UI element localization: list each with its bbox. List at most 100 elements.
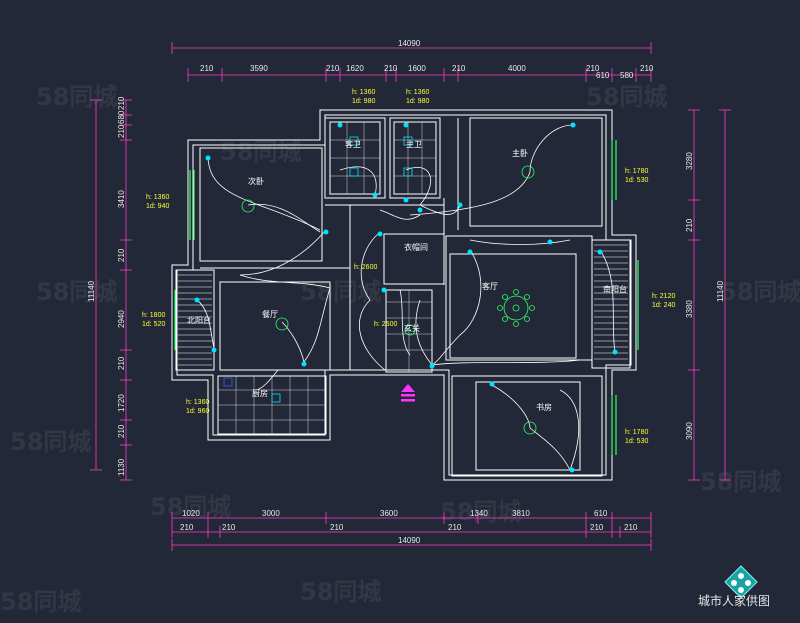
socket-icon [271, 393, 281, 403]
switch-icon [547, 239, 553, 245]
dim-label: 610 [596, 71, 610, 80]
watermark: 58同城 [586, 83, 667, 111]
room-label-guest-bath: 客卫 [345, 139, 361, 149]
note-distance: 1d: 530 [625, 177, 648, 184]
room-label-master-bath: 主卫 [406, 139, 422, 149]
ceiling-light-icon [523, 421, 537, 435]
ceiling-light-icon [241, 199, 255, 213]
brand-caption: 城市人家供图 [698, 593, 770, 608]
fixtures [194, 122, 618, 473]
dim-label: 3590 [250, 64, 268, 73]
dim-label: 1130 [117, 458, 126, 476]
dim-label: 3280 [685, 152, 694, 170]
ceiling-light-icon [275, 317, 289, 331]
room-label-south-balcony: 南阳台 [603, 284, 627, 294]
room-label-entrance: 玄关 [404, 323, 420, 333]
note-distance: 1d: 960 [186, 408, 209, 415]
watermark: 58同城 [300, 278, 381, 306]
dim-label: 210 [117, 124, 126, 138]
socket-icon [403, 167, 413, 177]
socket-icon [349, 167, 359, 177]
dim-label: 610 [594, 509, 608, 518]
dimension-labels: 14090 210 3590 210 1620 210 1600 210 400… [87, 39, 725, 545]
switch-icon [570, 122, 576, 128]
switch-icon [194, 297, 200, 303]
watermark: 58同城 [150, 493, 231, 521]
socket-icon [349, 136, 359, 146]
note-distance: 1d: 940 [146, 203, 169, 210]
note-height: h: 1780 [625, 429, 648, 436]
dim-label: 210 [590, 523, 604, 532]
dim-label: 3600 [380, 509, 398, 518]
socket-icon [403, 136, 413, 146]
dim-label: 580 [620, 71, 634, 80]
dim-label: 210 [448, 523, 462, 532]
switch-icon [467, 249, 473, 255]
switch-icon [381, 287, 387, 293]
dim-right-total: 11140 [716, 280, 725, 302]
windows [174, 140, 639, 455]
switch-icon [377, 231, 383, 237]
room-label-cloakroom: 衣帽间 [404, 242, 428, 252]
room-label-study: 书房 [536, 402, 552, 412]
dim-overall-top: 14090 [398, 39, 421, 48]
dim-label: 210 [222, 523, 236, 532]
wiring [196, 124, 616, 471]
dim-label: 210 [326, 64, 340, 73]
watermark: 58同城 [440, 498, 521, 526]
switch-icon [323, 229, 329, 235]
note-height: h: 1800 [142, 312, 165, 319]
note-height: h: 1780 [625, 168, 648, 175]
note-distance: 1d: 520 [142, 321, 165, 328]
note-height: h: 1360 [406, 89, 429, 96]
ceiling-light-icon [521, 165, 535, 179]
note-distance: 1d: 980 [406, 98, 429, 105]
dim-label: 4000 [508, 64, 526, 73]
dim-label: 210 [117, 356, 126, 370]
room-label-dining-room: 餐厅 [262, 310, 278, 319]
dim-label: 3000 [262, 509, 280, 518]
room-label-living-room: 客厅 [482, 281, 498, 291]
room-labels: 次卧 客卫 主卫 主卧 衣帽间 客厅 北阳台 餐厅 玄关 南阳台 厨房 书房 [187, 139, 627, 412]
switch-icon [417, 207, 423, 213]
note-height: h: 2120 [652, 293, 675, 300]
switch-icon [489, 381, 495, 387]
watermark: 58同城 [36, 83, 117, 111]
tile-grids [218, 122, 436, 434]
entry-arrow-icon [401, 384, 415, 402]
switch-icon [457, 202, 463, 208]
dim-label: 1720 [117, 394, 126, 412]
switch-icon [211, 347, 217, 353]
switch-icon [569, 467, 575, 473]
switch-icon [597, 249, 603, 255]
dim-label: 210 [452, 64, 466, 73]
dim-label: 1620 [346, 64, 364, 73]
note-height: h: 2500 [374, 321, 397, 328]
note-height: h: 1360 [352, 89, 375, 96]
dim-overall-bottom: 14090 [398, 536, 421, 545]
note-height: h: 1360 [186, 399, 209, 406]
dim-label: 3090 [685, 422, 694, 440]
watermark: 58同城 [10, 428, 91, 456]
watermark: 58同城 [720, 278, 800, 306]
watermark: 58同城 [0, 588, 81, 616]
room-label-second-bedroom: 次卧 [248, 176, 264, 186]
dim-label: 2940 [117, 310, 126, 328]
switch-icon [301, 361, 307, 367]
note-distance: 1d: 530 [625, 438, 648, 445]
balcony-hatching [178, 244, 628, 366]
dim-label: 210 [117, 96, 126, 110]
watermark: 58同城 [36, 278, 117, 306]
switch-icon [403, 122, 409, 128]
diamond-logo-icon [724, 565, 758, 599]
note-distance: 1d: 240 [652, 302, 675, 309]
dim-label: 210 [624, 523, 638, 532]
dim-label: 210 [586, 64, 600, 73]
ceiling-light-icon [404, 324, 416, 336]
dim-label: 3380 [685, 300, 694, 318]
dim-label: 210 [200, 64, 214, 73]
dimension-lines [90, 42, 731, 551]
dim-label: 1340 [470, 509, 488, 518]
watermark: 58同城 [220, 138, 301, 166]
